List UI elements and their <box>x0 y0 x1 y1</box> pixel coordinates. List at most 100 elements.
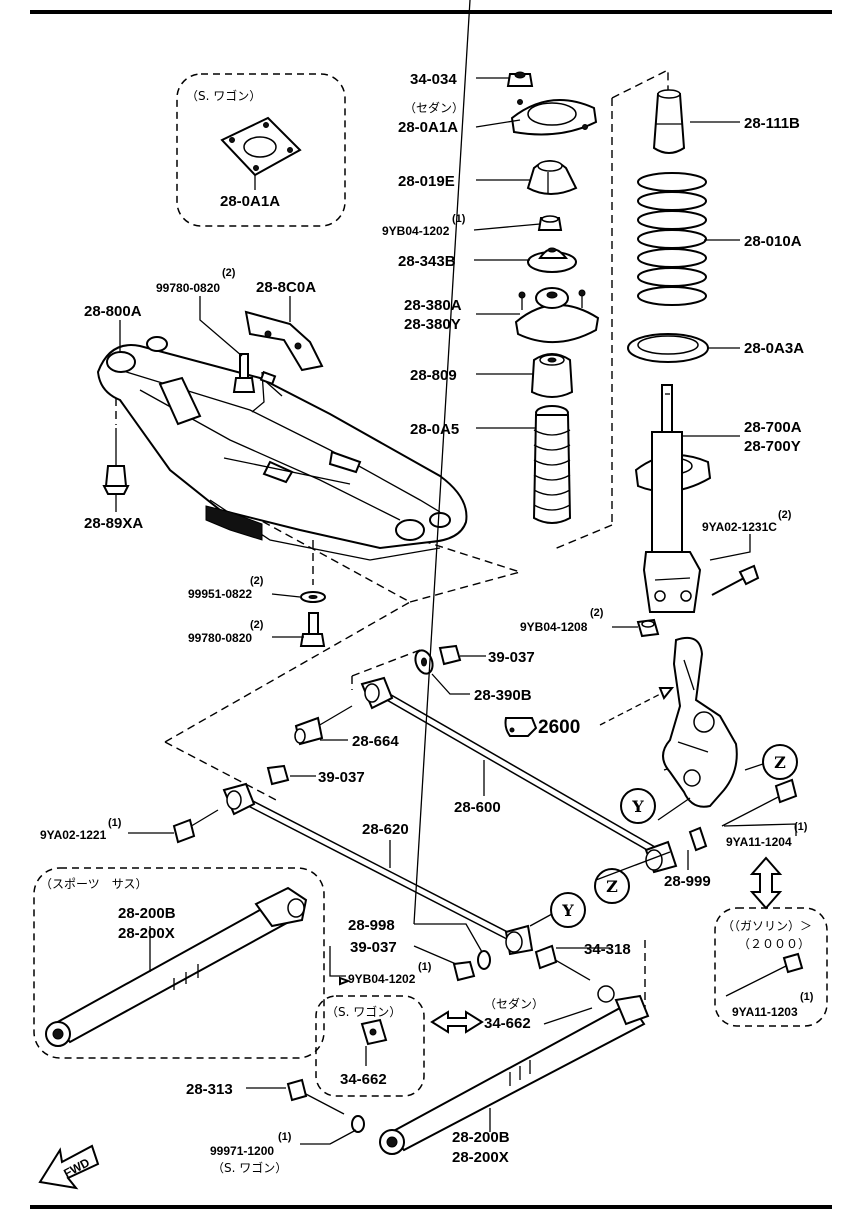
label-wagon-mid: （S. ワゴン） <box>326 1004 401 1019</box>
label-28-010A: 28-010A <box>744 233 802 250</box>
qty-9YA11-1204: (1) <box>794 821 808 833</box>
nut-34-034 <box>506 71 534 87</box>
washer-99971-1200 <box>351 1115 365 1133</box>
wagon-mount-plate <box>220 116 302 177</box>
bolt-9YA11-1203 <box>725 952 804 997</box>
bracket-28-8C0A <box>244 310 324 413</box>
label-28-89XA: 28-89XA <box>84 515 143 532</box>
qty-99951-0822: (2) <box>250 575 264 587</box>
label-99780-0820-bottom: 99780-0820 <box>188 631 252 645</box>
label-9YA02-1221: 9YA02-1221 <box>40 828 107 842</box>
bolt-34-318 <box>534 944 591 981</box>
label-9YB04-1202-bottom: 9YB04-1202 <box>348 972 416 986</box>
arm-28-600 <box>360 676 678 874</box>
nut-9YB04-1202-top <box>537 215 563 231</box>
mount-plate-28-0A1A <box>510 99 598 136</box>
label-34-662: 34-662 <box>484 1015 531 1032</box>
reference-pointer-icon <box>504 717 538 737</box>
arm-group-dashed-top <box>351 649 421 677</box>
label-sedan-top: （セダン） <box>404 100 464 115</box>
bolt-9YA02-1221 <box>172 809 219 844</box>
dust-boot-28-0A5 <box>532 405 572 524</box>
label-28-0A1A: 28-0A1A <box>398 119 458 136</box>
forward-direction-arrow <box>38 1144 100 1190</box>
wagon-variant-box-top <box>176 73 346 227</box>
bolt-99780-0820-top <box>232 353 256 393</box>
label-28-0A5: 28-0A5 <box>410 421 459 438</box>
qty-9YA02-1231C: (2) <box>778 509 792 521</box>
label-28-111B: 28-111B <box>744 115 800 132</box>
label-34-318: 34-318 <box>584 941 631 958</box>
label-28-0A3A: 28-0A3A <box>744 340 804 357</box>
spring-seat-28-0A3A <box>627 333 709 363</box>
label-9YA11-1204: 9YA11-1204 <box>726 835 792 849</box>
label-39-037-top: 39-037 <box>488 649 535 666</box>
z-top-label: Z <box>774 753 786 772</box>
qty-99780-0820-bottom: (2) <box>250 619 264 631</box>
label-28-600: 28-600 <box>454 799 501 816</box>
label-28-390B: 28-390B <box>474 687 532 704</box>
trailing-link-28-200B <box>379 985 650 1155</box>
spring-upper-seat-28-111B <box>652 89 686 154</box>
label-gasoline: （（ガソリン）＞ <box>722 919 812 933</box>
label-28-380A: 28-380A <box>404 297 462 314</box>
bolt-28-89XA <box>102 428 130 495</box>
arm-28-620 <box>222 782 534 956</box>
label-99971-1200: 99971-1200 <box>210 1144 274 1158</box>
strut-assembly-dashed-line-bottom <box>551 524 613 551</box>
label-28-998: 28-998 <box>348 917 395 934</box>
label-9YA11-1203: 9YA11-1203 <box>732 1005 798 1019</box>
washer-28-390B <box>414 649 434 675</box>
interchange-arrow-vertical <box>749 856 783 910</box>
qty-99971-1200: (1) <box>278 1131 292 1143</box>
label-99951-0822: 99951-0822 <box>188 587 252 601</box>
label-year-2000: （２０００） <box>738 937 810 951</box>
bolt-9YA11-1204 <box>721 778 798 827</box>
nut-39-037-top <box>438 644 462 666</box>
washer-28-999 <box>688 826 708 852</box>
washer-28-998 <box>477 950 491 970</box>
y-mid-label: Y <box>631 797 644 816</box>
qty-9YB04-1202-bottom: (1) <box>418 961 432 973</box>
interchange-arrow-horizontal <box>430 1010 484 1034</box>
label-28-809: 28-809 <box>410 367 457 384</box>
label-28-019E: 28-019E <box>398 173 455 190</box>
qty-9YA02-1221: (1) <box>108 817 122 829</box>
qty-9YA11-1203: (1) <box>800 991 814 1003</box>
label-28-200X: 28-200X <box>452 1149 509 1166</box>
coil-spring-28-010A <box>637 172 707 306</box>
arm-group-dashed-left <box>164 741 281 803</box>
qty-99780-0820-top: (2) <box>222 267 236 279</box>
label-sports-suspension: （スポーツ サス） <box>40 877 148 891</box>
label-wagon-top: （S. ワゴン） <box>186 88 261 103</box>
knuckle-2600 <box>662 636 738 808</box>
label-28-313: 28-313 <box>186 1081 233 1098</box>
reference-circle-y-mid <box>620 788 656 824</box>
strut-mount-28-380A <box>514 287 600 343</box>
sports-suspension-variant-box <box>33 867 325 1059</box>
qty-9YB04-1202-top: (1) <box>452 213 466 225</box>
nut-39-037-mid <box>266 764 290 786</box>
label-28-700A: 28-700A <box>744 419 802 436</box>
label-28-620: 28-620 <box>362 821 409 838</box>
shock-absorber-28-700A <box>634 384 712 613</box>
bolt-9YA02-1231C <box>711 564 760 596</box>
nut-9YB04-1208 <box>636 618 660 638</box>
label-28-800A: 28-800A <box>84 303 142 320</box>
bolt-28-313 <box>286 1078 345 1115</box>
label-28-343B: 28-343B <box>398 253 456 270</box>
bump-stopper-28-809 <box>530 353 574 398</box>
z-mid-label: Z <box>606 877 618 896</box>
bolt-99780-0820-bottom <box>299 612 326 647</box>
washer-28-343B <box>527 247 577 273</box>
label-28-664: 28-664 <box>352 733 399 750</box>
y-bottom-label: Y <box>561 901 574 920</box>
sports-trailing-link-28-200B <box>45 886 308 1047</box>
label-99780-0820-top: 99780-0820 <box>156 281 220 295</box>
label-28-999: 28-999 <box>664 873 711 890</box>
label-wagon-bottom: （S. ワゴン） <box>212 1160 287 1175</box>
bolt-28-664 <box>294 705 353 746</box>
label-9YB04-1208: 9YB04-1208 <box>520 620 588 634</box>
label-9YB04-1202-top: 9YB04-1202 <box>382 224 450 238</box>
